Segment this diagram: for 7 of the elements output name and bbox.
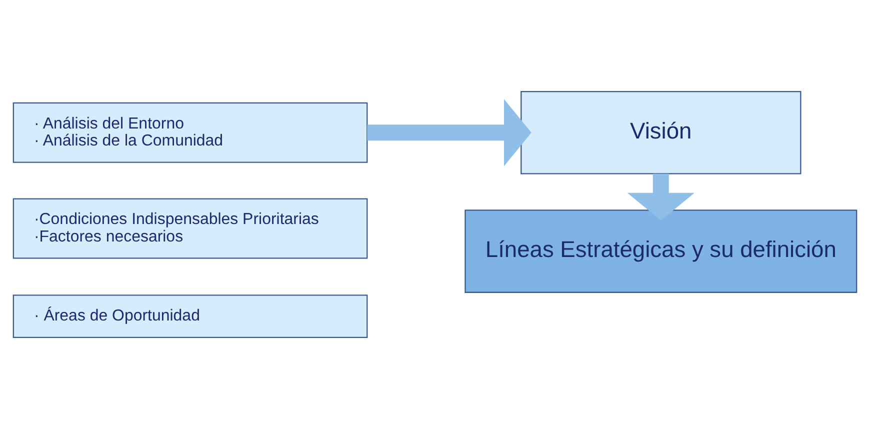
- node-box: ·Condiciones Indispensables Prioritarias ·Factores necesarios: [12, 198, 368, 259]
- node-box: Visión: [520, 91, 802, 174]
- arrow: [627, 174, 694, 220]
- arrow: [367, 99, 532, 166]
- node-box: · Análisis del Entorno · Análisis de la Comunidad: [12, 102, 368, 163]
- node-box: Líneas Estratégicas y su definición: [464, 210, 858, 293]
- node-box: · Áreas de Oportunidad: [12, 294, 368, 338]
